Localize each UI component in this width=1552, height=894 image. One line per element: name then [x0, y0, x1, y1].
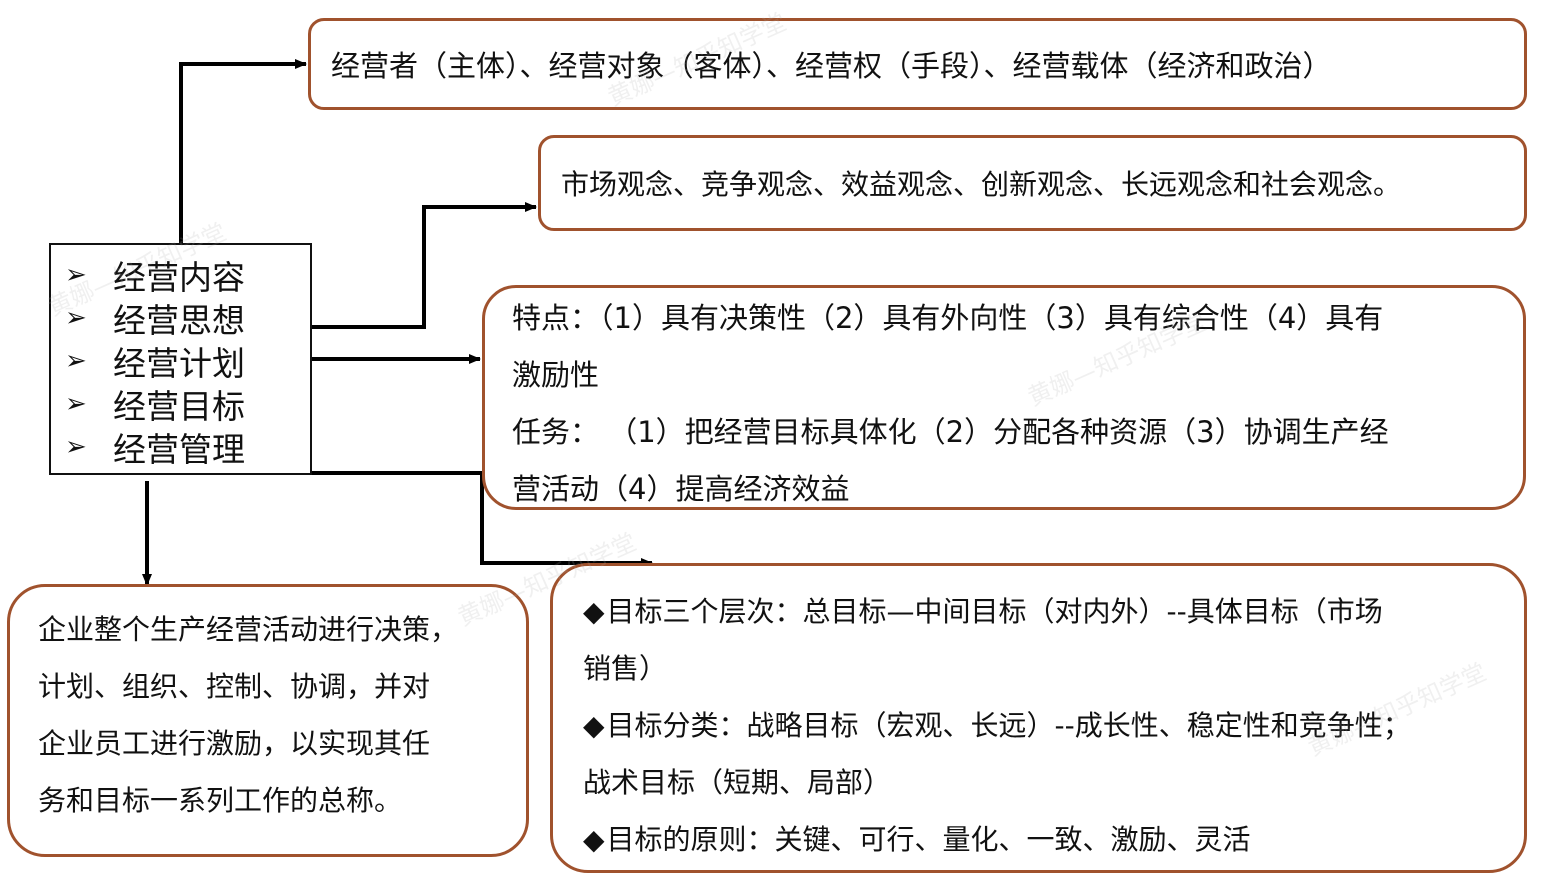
list-item-label: 经营内容	[113, 257, 245, 297]
business-ideas-box: 市场观念、竞争观念、效益观念、创新观念、长远观念和社会观念。	[538, 135, 1527, 231]
arrow-bullet-icon: ➢	[65, 388, 87, 419]
definition-line: 计划、组织、控制、协调，并对	[38, 670, 431, 703]
business-plan-box: 特点：（1）具有决策性（2）具有外向性（3）具有综合性（4）具有 激励性 任务：…	[482, 285, 1526, 510]
plan-tasks-line-2: 营活动（4）提高经济效益	[512, 472, 850, 506]
diamond-bullet-icon: ◆	[583, 709, 605, 742]
goals-principles-text: 目标的原则：关键、可行、量化、一致、激励、灵活	[606, 823, 1251, 856]
arrow-bullet-icon: ➢	[65, 302, 87, 333]
business-components-box: 经营者（主体）、经营对象（客体）、经营权（手段）、经营载体（经济和政治）	[308, 18, 1527, 110]
diamond-bullet-icon: ◆	[583, 595, 605, 628]
business-content-list-box: ➢ 经营内容 ➢ 经营思想 ➢ 经营计划 ➢ 经营目标 ➢ 经营管理	[49, 243, 312, 475]
arrow-bullet-icon: ➢	[65, 345, 87, 376]
list-item-label: 经营计划	[113, 343, 245, 383]
business-goals-box: ◆目标三个层次：总目标—中间目标（对内外）--具体目标（市场 销售） ◆目标分类…	[550, 563, 1527, 873]
arrow-bullet-icon: ➢	[65, 431, 87, 462]
list-item: ➢ 经营管理	[65, 425, 310, 469]
list-item: ➢ 经营目标	[65, 382, 310, 426]
arrow-to-ideas	[312, 202, 537, 329]
business-ideas-text: 市场观念、竞争观念、效益观念、创新观念、长远观念和社会观念。	[561, 168, 1402, 201]
definition-line: 务和目标一系列工作的总称。	[38, 784, 403, 817]
goals-principles-line: ◆目标的原则：关键、可行、量化、一致、激励、灵活	[583, 811, 1508, 868]
plan-tasks-line-1: 任务： （1）把经营目标具体化（2）分配各种资源（3）协调生产经	[512, 415, 1389, 449]
arrow-bullet-icon: ➢	[65, 259, 87, 290]
list-item-label: 经营目标	[113, 386, 245, 426]
list-item: ➢ 经营计划	[65, 339, 310, 383]
business-components-text: 经营者（主体）、经营对象（客体）、经营权（手段）、经营载体（经济和政治）	[331, 49, 1332, 83]
goals-levels-text: 目标三个层次：总目标—中间目标（对内外）--具体目标（市场	[606, 595, 1383, 628]
goals-classes-text: 目标分类：战略目标（宏观、长远）--成长性、稳定性和竞争性；	[606, 709, 1411, 742]
management-definition-box: 企业整个生产经营活动进行决策， 计划、组织、控制、协调，并对 企业员工进行激励，…	[7, 584, 529, 857]
arrow-to-components	[179, 59, 307, 243]
list-item-label: 经营思想	[113, 300, 245, 340]
goals-levels-line-1: ◆目标三个层次：总目标—中间目标（对内外）--具体目标（市场	[583, 583, 1508, 640]
list-item: ➢ 经营内容	[65, 253, 310, 297]
list-item-label: 经营管理	[113, 429, 245, 469]
definition-line: 企业员工进行激励，以实现其任	[38, 727, 431, 760]
goals-classes-line-1: ◆目标分类：战略目标（宏观、长远）--成长性、稳定性和竞争性；	[583, 697, 1508, 754]
definition-line: 企业整个生产经营活动进行决策，	[38, 613, 459, 646]
plan-features-line-2: 激励性	[512, 358, 600, 392]
plan-features-line-1: 特点：（1）具有决策性（2）具有外向性（3）具有综合性（4）具有	[512, 301, 1384, 335]
list-item: ➢ 经营思想	[65, 296, 310, 340]
arrow-to-goals	[312, 471, 653, 568]
diamond-bullet-icon: ◆	[583, 823, 605, 856]
goals-classes-line-2: 战术目标（短期、局部）	[583, 766, 892, 799]
goals-levels-line-2: 销售）	[583, 652, 668, 685]
